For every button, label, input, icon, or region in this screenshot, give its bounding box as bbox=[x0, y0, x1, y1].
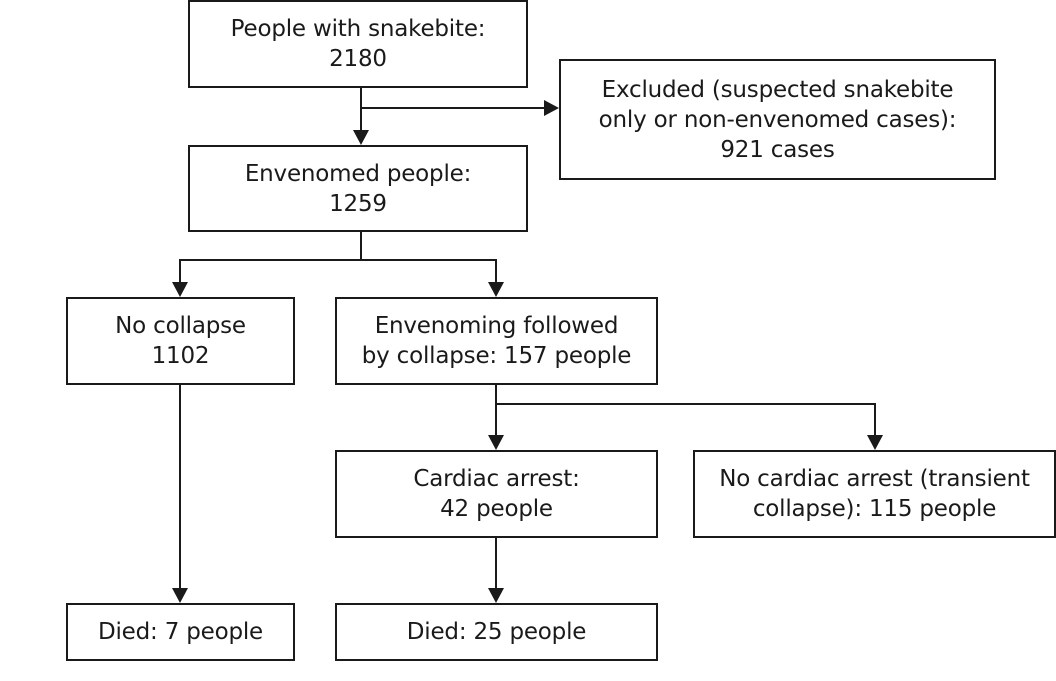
box-text-line: only or non-envenomed cases): bbox=[598, 106, 957, 133]
arrowhead-down-icon bbox=[172, 588, 188, 603]
connector-collapse-split bbox=[495, 385, 876, 437]
arrowhead-down-icon bbox=[488, 435, 504, 450]
arrowhead-down-icon bbox=[867, 435, 883, 450]
arrowhead-right-icon bbox=[544, 100, 559, 116]
box-envenomed-people: Envenomed people: 1259 bbox=[188, 145, 528, 232]
box-envenoming-followed-by-collapse: Envenoming followed by collapse: 157 peo… bbox=[335, 297, 658, 385]
box-text-line: Cardiac arrest: bbox=[413, 466, 580, 492]
arrowhead-down-icon bbox=[172, 282, 188, 297]
box-text-line: Excluded (suspected snakebite bbox=[601, 76, 954, 103]
box-text-line: No cardiac arrest (transient bbox=[719, 466, 1030, 492]
box-text-line: Died: 25 people bbox=[406, 619, 587, 645]
box-text-line: by collapse: 157 people bbox=[361, 343, 632, 369]
connector-envenomed-split bbox=[179, 232, 497, 284]
box-text-line: Envenoming followed bbox=[374, 313, 619, 339]
arrowhead-down-icon bbox=[353, 130, 369, 145]
box-died-no-collapse: Died: 7 people bbox=[66, 603, 295, 661]
arrowhead-down-icon bbox=[488, 588, 504, 603]
box-text-line: Envenomed people: bbox=[244, 160, 472, 187]
box-text-line: People with snakebite: bbox=[230, 16, 486, 42]
box-text-line: 2180 bbox=[329, 46, 387, 72]
arrowhead-down-icon bbox=[488, 282, 504, 297]
box-cardiac-arrest: Cardiac arrest: 42 people bbox=[335, 450, 658, 538]
box-people-with-snakebite: People with snakebite: 2180 bbox=[188, 0, 528, 88]
box-text-line: Died: 7 people bbox=[97, 619, 264, 645]
box-text-line: 1259 bbox=[329, 190, 387, 217]
box-no-collapse: No collapse 1102 bbox=[66, 297, 295, 385]
box-text-line: 1102 bbox=[151, 343, 210, 369]
box-text-line: 921 cases bbox=[720, 136, 835, 163]
box-text-line: 42 people bbox=[440, 496, 553, 522]
box-died-cardiac-arrest: Died: 25 people bbox=[335, 603, 658, 661]
box-text-line: collapse): 115 people bbox=[752, 496, 997, 522]
box-text-line: No collapse bbox=[115, 313, 246, 339]
box-excluded: Excluded (suspected snakebite only or no… bbox=[559, 59, 996, 180]
box-no-cardiac-arrest: No cardiac arrest (transient collapse): … bbox=[693, 450, 1056, 538]
